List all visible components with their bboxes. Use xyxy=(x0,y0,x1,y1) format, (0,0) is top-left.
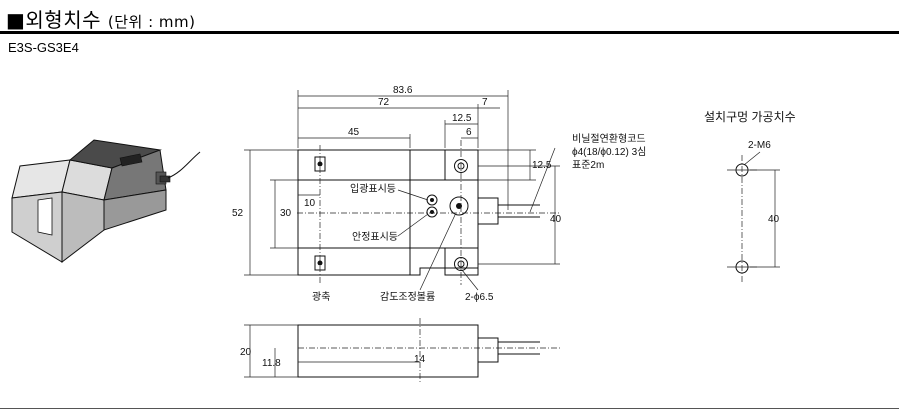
unit-label: (단위 : mm) xyxy=(107,13,196,31)
dim-slot-height: 30 xyxy=(280,208,292,219)
header-rule xyxy=(0,31,899,34)
dim-side-offset: 14 xyxy=(414,354,426,365)
hole-spec-label: 2-ϕ6.5 xyxy=(465,292,494,303)
dim-height: 52 xyxy=(232,208,244,219)
front-view xyxy=(297,140,560,285)
left-dimensions xyxy=(244,149,320,276)
cable-spec-line3: 표준2m xyxy=(572,159,604,171)
dim-hole-spacing: 40 xyxy=(550,214,562,225)
page-title: ■외형치수 (단위 : mm) xyxy=(6,4,196,33)
input-indicator-label: 입광표시등 xyxy=(350,182,396,195)
dim-side-center: 11.8 xyxy=(262,358,281,369)
sensitivity-volume-label: 감도조정볼륨 xyxy=(380,291,435,303)
dim-hole-to-edge: 6 xyxy=(466,127,472,138)
mounting-holes-drawing xyxy=(727,151,780,282)
side-view xyxy=(244,318,560,382)
mounting-title: 설치구멍 가공치수 xyxy=(704,110,796,124)
title-text: 외형치수 xyxy=(25,8,102,32)
mounting-spacing: 40 xyxy=(768,214,780,225)
dim-side-height: 20 xyxy=(240,347,252,358)
stable-indicator-label: 안정표시등 xyxy=(352,231,398,243)
dim-lens-offset: 10 xyxy=(304,198,316,209)
dim-body-width: 72 xyxy=(378,97,390,108)
optical-axis-label: 광축 xyxy=(312,291,330,303)
cable-spec-line1: 비닐절연환형코드 xyxy=(572,132,646,145)
mounting-thread-label: 2-M6 xyxy=(748,140,771,151)
header: ■외형치수 (단위 : mm) xyxy=(0,0,899,36)
title-mark: ■ xyxy=(6,8,26,32)
right-dimensions xyxy=(478,149,560,265)
model-name: E3S-GS3E4 xyxy=(8,40,79,55)
dim-hole-vertical: 12.5 xyxy=(532,160,552,171)
dim-slot-width: 45 xyxy=(348,127,360,138)
dim-overall-width: 83.6 xyxy=(393,85,413,96)
bottom-rule xyxy=(0,408,899,409)
sensor-3d-view xyxy=(11,139,201,264)
dim-cable-offset: 7 xyxy=(482,97,488,108)
cable-spec-line2: ϕ4(18/ϕ0.12) 3심 xyxy=(572,146,646,158)
dim-hole-offset: 12.5 xyxy=(452,113,472,124)
